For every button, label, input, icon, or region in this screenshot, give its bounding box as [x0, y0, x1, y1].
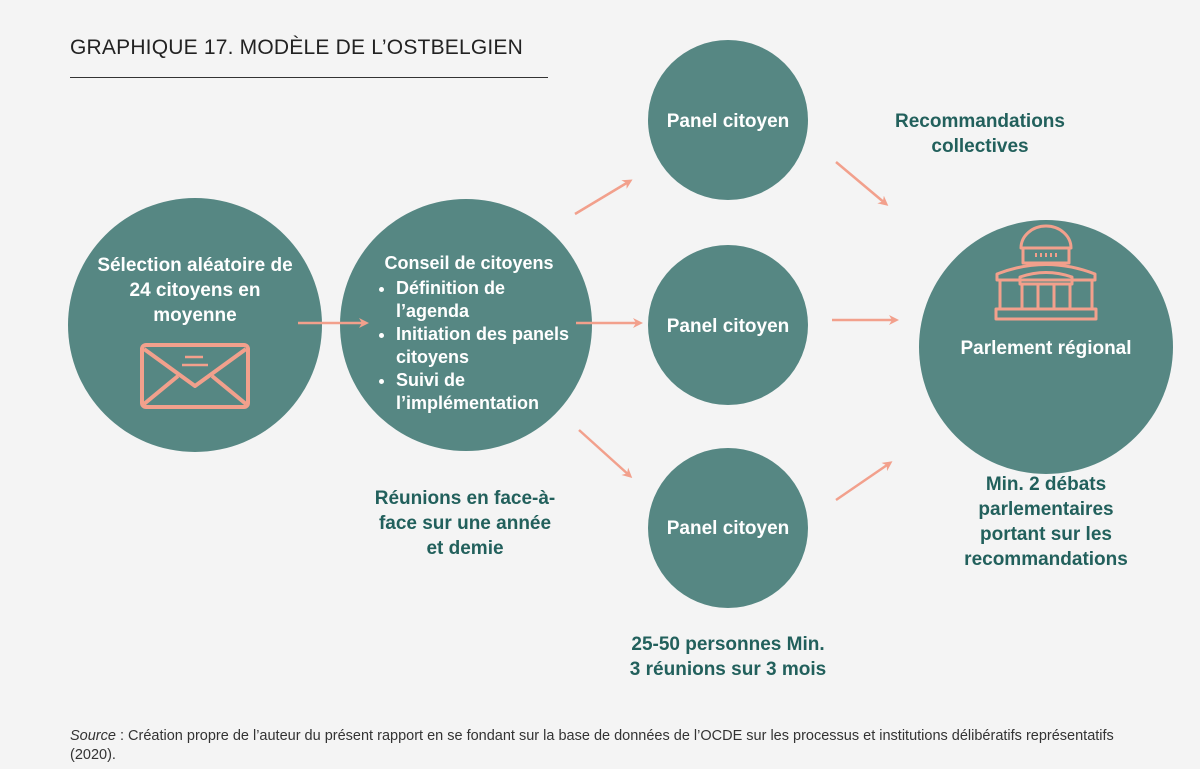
- panel-circle-middle: [648, 245, 808, 405]
- selection-label: Sélection aléatoire de 24 citoyens en mo…: [97, 255, 293, 326]
- conseil-heading: Conseil de citoyens: [384, 253, 554, 273]
- conseil-note: Réunions en face-à-face sur une année et…: [374, 488, 556, 559]
- panel-label-top: Panel citoyen: [666, 111, 790, 132]
- parlement-label: Parlement régional: [960, 338, 1132, 359]
- panel-note: 25-50 personnes Min. 3 réunions sur 3 mo…: [629, 634, 827, 680]
- parlement-note: Min. 2 débats parlementaires portant sur…: [964, 474, 1128, 570]
- source-prefix: Source: [70, 728, 116, 744]
- arrow-panel-top-to-parlement: [835, 161, 889, 206]
- selection-circle: [68, 198, 322, 452]
- recommandations-label: Recommandations collectives: [895, 111, 1065, 157]
- figure-title: GRAPHIQUE 17. MODÈLE DE L’OSTBELGIEN: [70, 36, 523, 59]
- parliament-icon: [994, 224, 1098, 321]
- panel-circle-top: [648, 40, 808, 200]
- envelope-icon: [140, 343, 250, 409]
- conseil-item: Initiation des panels citoyens: [396, 323, 582, 369]
- conseil-list: Définition de l’agenda Initiation des pa…: [362, 277, 582, 415]
- arrow-conseil-to-panel-top: [574, 179, 633, 216]
- source-note: Source : Création propre de l’auteur du …: [70, 727, 1160, 765]
- source-text: : Création propre de l’auteur du présent…: [70, 728, 1114, 763]
- parlement-circle: [919, 220, 1173, 474]
- panel-circle-bottom: [648, 448, 808, 608]
- conseil-circle: [340, 199, 592, 451]
- arrow-panel-bottom-to-parlement: [835, 461, 893, 502]
- panel-label-middle: Panel citoyen: [666, 316, 790, 337]
- conseil-item: Suivi de l’implémentation: [396, 369, 582, 415]
- title-divider: [70, 77, 548, 78]
- conseil-content: Conseil de citoyens Définition de l’agen…: [362, 252, 582, 415]
- arrow-conseil-to-panel-bottom: [578, 429, 633, 479]
- panel-label-bottom: Panel citoyen: [666, 518, 790, 539]
- conseil-item: Définition de l’agenda: [396, 277, 582, 323]
